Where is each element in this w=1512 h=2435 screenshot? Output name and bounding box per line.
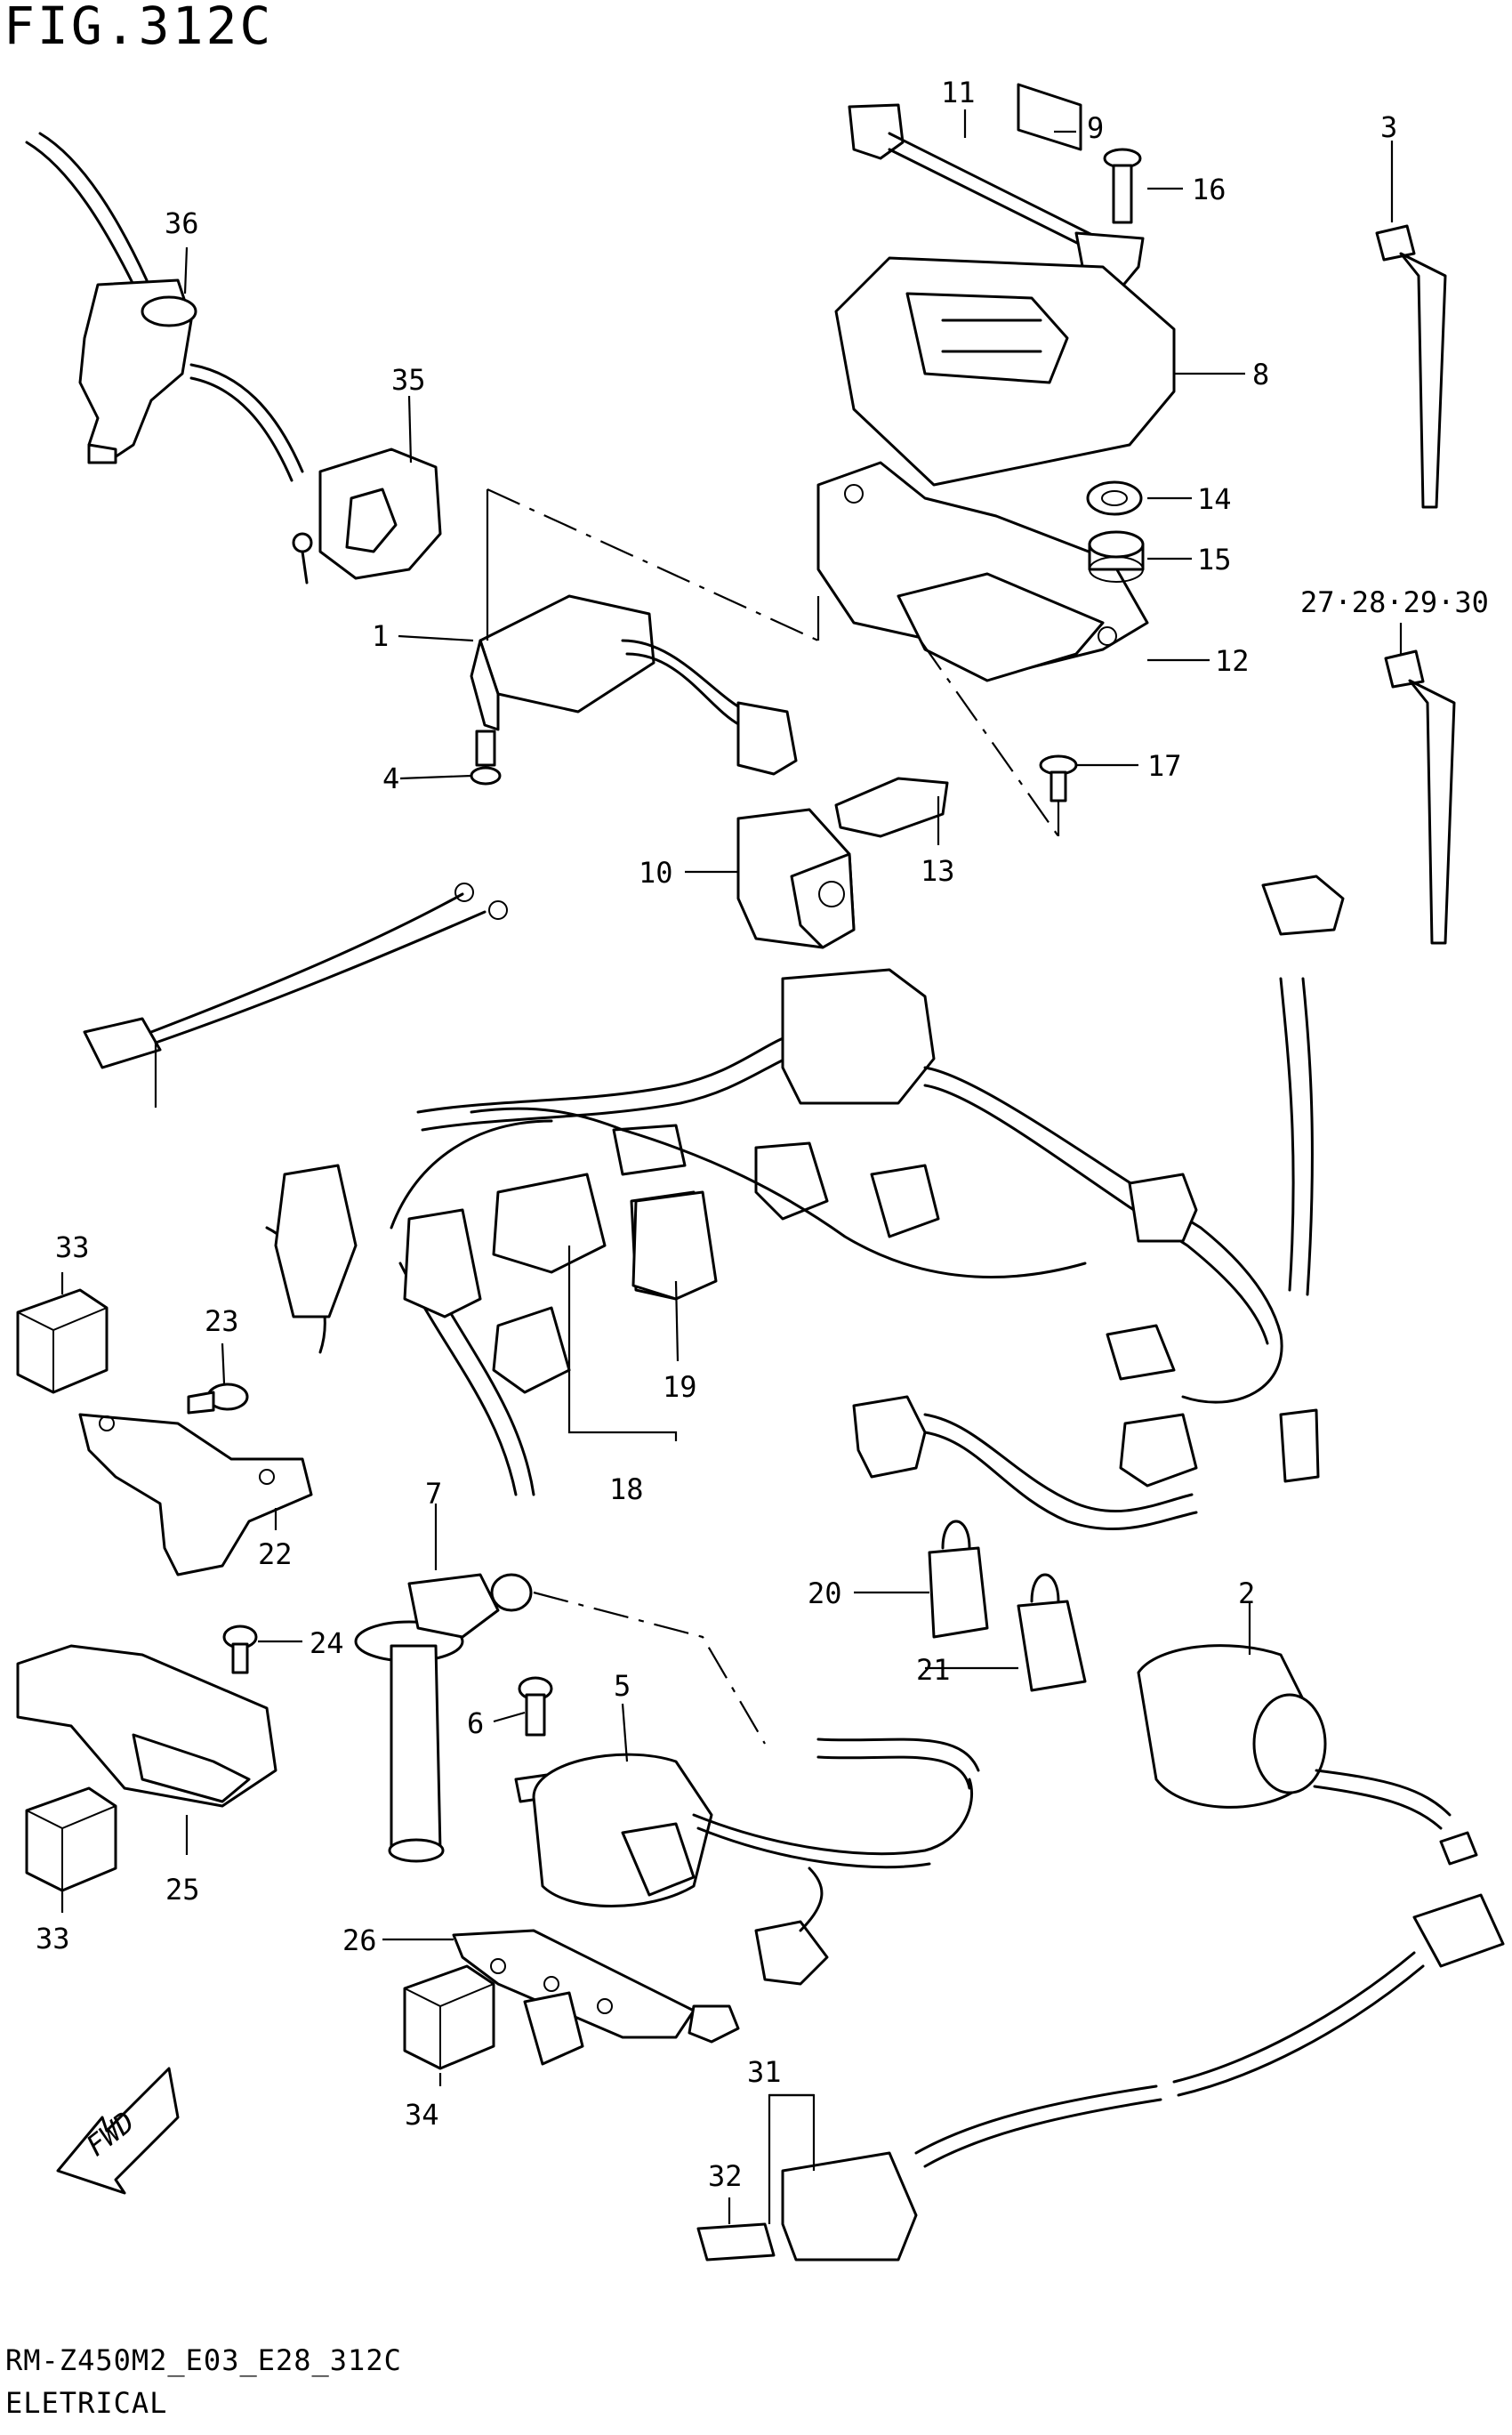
callout-33-a: 33 [55,1230,90,1264]
part-7-plug-cap[interactable] [354,1573,533,1863]
part-13-clip[interactable] [834,777,949,838]
callout-12: 12 [1215,644,1250,678]
callout-labels: 36 35 1 4 11 9 16 8 14 15 12 17 13 10 3 … [36,76,1489,2193]
part-10-connector[interactable] [736,808,856,949]
callout-26: 26 [342,1923,377,1957]
callout-22: 22 [258,1537,293,1571]
part-1-control-unit[interactable] [470,594,798,776]
part-33-cushion-a[interactable] [16,1288,109,1394]
callout-25: 25 [165,1873,200,1907]
callout-6: 6 [467,1706,484,1740]
callout-35: 32 [708,2159,743,2193]
part-20-connector[interactable] [928,1520,989,1639]
callout-10: 10 [639,856,673,890]
part-15-grommet[interactable] [1088,530,1145,583]
part-32-switch[interactable] [25,132,304,482]
callout-1: 1 [372,619,389,653]
part-5-ignition-coil[interactable] [514,1753,974,1986]
part-19-connector[interactable] [631,1190,718,1301]
part-4-screw[interactable] [470,730,502,786]
callout-2: 2 [1238,1576,1255,1610]
callout-16: 16 [1192,173,1226,206]
leader-lines [60,109,1403,2224]
part-34-cable[interactable] [781,1893,1505,2262]
part-18-wiring-harness[interactable] [265,875,1345,1531]
part-9-pad[interactable] [1017,83,1082,151]
part-12-bracket[interactable] [816,461,1149,682]
callout-21: 21 [916,1653,951,1687]
callout-24: 24 [310,1626,344,1660]
callout-34: 31 [747,2055,782,2089]
callout-33-b: 33 [36,1922,70,1955]
callout-13: 13 [921,854,955,888]
part-14-grommet[interactable] [1086,480,1143,516]
callout-17: 17 [1147,749,1182,783]
callout-19: 19 [663,1370,697,1404]
part-21-connector[interactable] [1017,1573,1087,1692]
callout-18: 18 [609,1472,644,1506]
high-tension-cable [533,1591,980,1790]
part-16-screw[interactable] [1103,148,1142,224]
part-25-holder[interactable] [16,1644,277,1808]
part-3-cable-tie[interactable] [1375,224,1447,509]
part-26-strap[interactable] [452,1929,740,2066]
callout-23: 23 [205,1304,239,1338]
part-36-sub-harness[interactable] [83,883,508,1069]
part-33-cushion-b[interactable] [25,1786,117,1892]
part-8-ecu[interactable] [834,256,1176,487]
figure-name: ELETRICAL [5,2386,168,2420]
part-27-30-cable-tie[interactable] [1384,649,1456,945]
part-17-screw[interactable] [1039,754,1078,802]
part-24-bolt[interactable] [222,1625,258,1674]
callout-31: 35 [391,363,426,397]
figure-title: FIG.312C [4,0,274,56]
part-22-bracket[interactable] [78,1413,313,1576]
callout-5: 5 [614,1669,631,1703]
alignment-lines [486,488,1060,837]
part-6-bolt[interactable] [518,1676,553,1737]
part-2-sensor[interactable] [1137,1644,1478,1866]
callout-4: 4 [382,762,399,795]
part-23-bolt[interactable] [187,1383,249,1415]
callout-11: 11 [941,76,976,109]
callout-20: 20 [808,1576,842,1610]
figure-code: RM-Z450M2_E03_E28_312C [5,2343,402,2377]
callout-14: 14 [1197,482,1232,516]
callout-9: 9 [1087,111,1104,145]
callout-7: 7 [425,1477,442,1511]
callout-32: 36 [165,206,199,240]
callout-33-c: 34 [405,2098,439,2132]
part-35-fuse[interactable] [696,2222,776,2262]
callout-3: 3 [1380,110,1397,144]
callout-27-30: 27·28·29·30 [1300,585,1489,619]
part-33-cushion-c[interactable] [403,1964,495,2070]
fwd-arrow-icon: FWD [56,2067,180,2195]
callout-15: 15 [1197,543,1232,576]
part-31-relay[interactable] [292,447,442,585]
callout-8: 8 [1252,358,1269,391]
